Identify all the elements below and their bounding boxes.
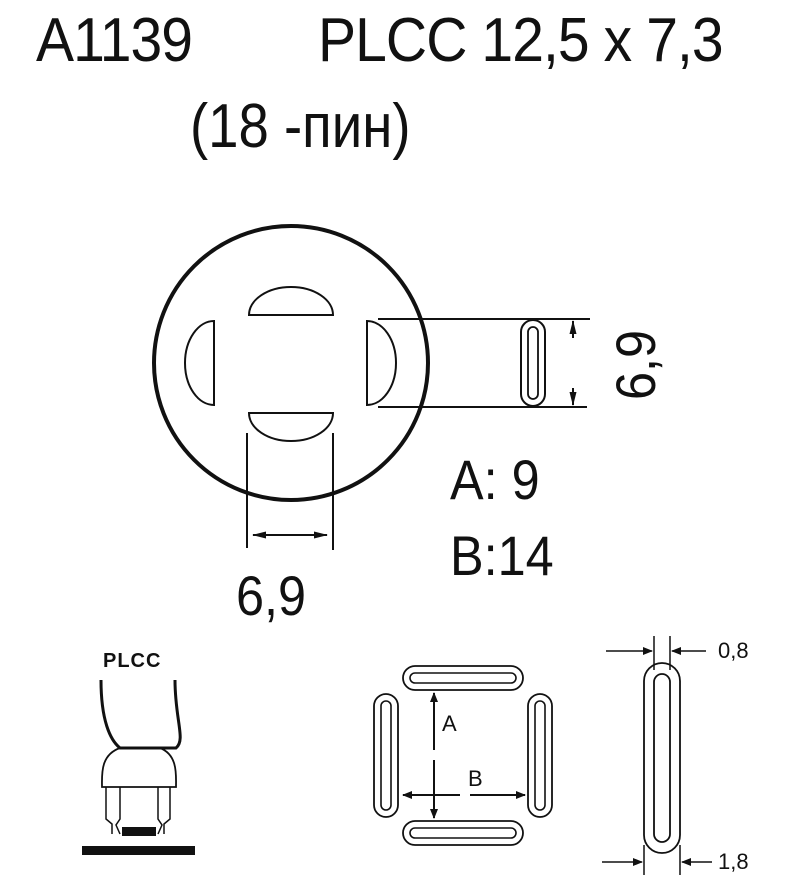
outer-width-label: 1,8 — [718, 849, 749, 874]
pin-count: (18 -пин) — [190, 92, 411, 161]
package-title: PLCC 12,5 x 7,3 — [318, 6, 724, 75]
height-dimension — [378, 318, 590, 408]
height-dimension-label: 6,9 — [604, 329, 667, 400]
width-dimension — [246, 433, 334, 550]
nozzle-top-view — [152, 224, 430, 502]
slot-detail — [602, 636, 712, 875]
model-number: A1139 — [36, 6, 193, 75]
width-dimension-label: 6,9 — [236, 564, 307, 627]
spacing-b-value: B:14 — [450, 524, 554, 587]
spacing-a-value: A: 9 — [450, 448, 540, 511]
plcc-side-view — [82, 679, 195, 855]
slot-layout-diagram — [373, 665, 553, 846]
inner-width-label: 0,8 — [718, 638, 749, 663]
side-view-label: PLCC — [103, 650, 162, 672]
layout-a-marker: A — [442, 711, 457, 736]
layout-b-marker: B — [468, 766, 483, 791]
